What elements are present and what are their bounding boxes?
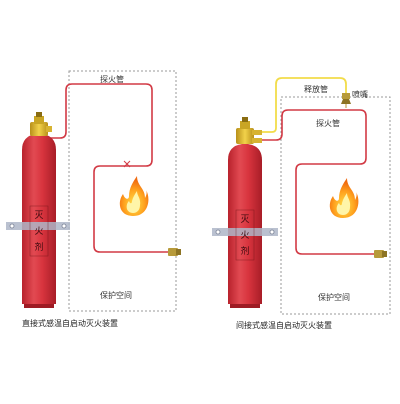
left-burst-mark: [123, 160, 131, 168]
valve-icon: [30, 112, 52, 136]
right-cylinder-label-3: 剂: [240, 245, 249, 257]
right-mounting-bracket: [212, 228, 278, 236]
right-protection-space: [280, 96, 391, 315]
valve-icon: [236, 117, 262, 144]
left-diagram: 灭 火 剂 探火管 保护空间 直接式感温自启动灭火装置: [6, 70, 181, 328]
right-cylinder: 灭 火 剂: [212, 144, 278, 308]
flame-icon: [329, 178, 359, 218]
right-end-fitting: [374, 250, 387, 258]
left-caption: 直接式感温自启动灭火装置: [22, 318, 118, 328]
left-end-fitting: [168, 248, 181, 256]
right-cylinder-label-1: 灭: [240, 214, 249, 225]
right-diagram: 灭 火 剂 释放管 喷嘴 探火管 保护空间 间接式感温自启动灭火装置: [212, 77, 391, 330]
left-protection-space: [68, 70, 177, 312]
right-detection-tube: [262, 109, 376, 255]
right-caption: 间接式感温自启动灭火装置: [236, 320, 332, 330]
left-cylinder-label-2: 火: [34, 226, 43, 237]
left-tube-label: 探火管: [100, 74, 124, 84]
right-release-label: 释放管: [304, 84, 328, 94]
flame-icon: [119, 176, 149, 216]
left-detection-tube: [48, 83, 170, 253]
right-release-tube: [262, 77, 347, 133]
left-cylinder: 灭 火 剂: [6, 134, 70, 308]
right-cylinder-label-2: 火: [240, 230, 249, 241]
nozzle-icon: [341, 93, 351, 108]
right-tube-label: 探火管: [316, 118, 340, 128]
left-cylinder-label-1: 灭: [34, 210, 43, 221]
left-mounting-bracket: [6, 222, 70, 230]
left-cylinder-label-3: 剂: [34, 241, 43, 253]
right-zone-label: 保护空间: [318, 292, 350, 302]
right-nozzle-label: 喷嘴: [352, 89, 368, 99]
left-zone-label: 保护空间: [100, 290, 132, 300]
